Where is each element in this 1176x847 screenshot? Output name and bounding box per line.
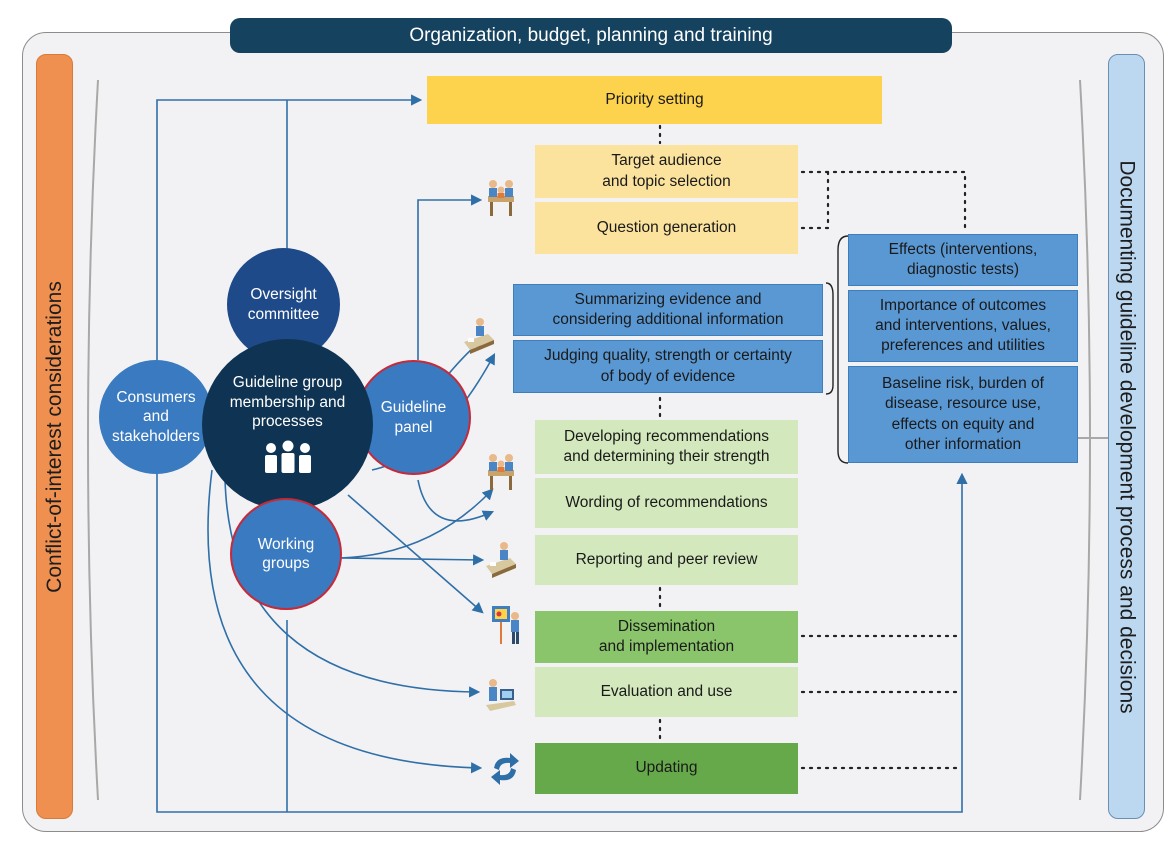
- step-question-generation: Question generation: [535, 202, 798, 254]
- step-reporting-peer-review-label: Reporting and peer review: [575, 550, 758, 568]
- factors-bracket: [837, 235, 849, 464]
- connector-working-developing: [339, 488, 494, 559]
- factor-importance-label: Importance of outcomes and interventions…: [875, 296, 1051, 355]
- refresh-arrows-icon: [491, 753, 519, 785]
- connector-working-reporting: [339, 554, 485, 566]
- meeting-icon: [488, 180, 514, 216]
- step-wording-recommendations: Wording of recommendations: [535, 478, 798, 528]
- connector-core-updating: [207, 469, 483, 774]
- factor-baseline-risk: Baseline risk, burden of disease, resour…: [848, 366, 1078, 463]
- documenting-process-label: Documenting guideline development proces…: [1115, 159, 1139, 714]
- presentation-icon: [492, 606, 519, 644]
- step-wording-recommendations-label: Wording of recommendations: [565, 493, 768, 511]
- step-summarizing-evidence: Summarizing evidence and considering add…: [513, 284, 823, 336]
- connector-panel-developing: [417, 479, 495, 522]
- factor-baseline-risk-label: Baseline risk, burden of disease, resour…: [882, 375, 1044, 453]
- factor-effects: Effects (interventions, diagnostic tests…: [848, 234, 1078, 286]
- step-judging-quality: Judging quality, strength or certainty o…: [513, 340, 823, 393]
- meeting-icon: [488, 454, 514, 490]
- banner-organization: Organization, budget, planning and train…: [230, 18, 952, 53]
- step-dissemination: Dissemination and implementation: [535, 611, 798, 663]
- factor-importance: Importance of outcomes and interventions…: [848, 290, 1078, 362]
- working-groups-circle: Working groups: [230, 498, 342, 610]
- guideline-panel-circle: Guideline panel: [356, 360, 471, 475]
- connector-bottom-rail: [156, 470, 968, 813]
- step-dissemination-label: Dissemination and implementation: [598, 617, 735, 655]
- step-summarizing-evidence-label: Summarizing evidence and considering add…: [552, 290, 784, 328]
- step-reporting-peer-review: Reporting and peer review: [535, 535, 798, 585]
- step-target-audience: Target audience and topic selection: [535, 145, 798, 198]
- connector-panel-target: [417, 194, 483, 360]
- computer-user-icon: [486, 679, 516, 711]
- step-developing-recommendations: Developing recommendations and determini…: [535, 420, 798, 474]
- guideline-panel-label: Guideline panel: [380, 399, 447, 436]
- consumers-stakeholders-label: Consumers and stakeholders: [112, 388, 200, 445]
- evidence-bracket: [825, 282, 834, 395]
- step-target-audience-label: Target audience and topic selection: [602, 152, 731, 190]
- step-evaluation-use: Evaluation and use: [535, 667, 798, 717]
- desk-worker-icon: [464, 318, 494, 354]
- conflict-of-interest-bar: Conflict-of-interest considerations: [36, 54, 73, 819]
- guideline-group-circle: Guideline group membership and processes: [202, 339, 373, 510]
- step-priority-setting-label: Priority setting: [605, 90, 704, 108]
- step-judging-quality-label: Judging quality, strength or certainty o…: [544, 347, 792, 385]
- desk-worker-icon: [486, 542, 516, 578]
- conflict-of-interest-label: Conflict-of-interest considerations: [42, 280, 66, 593]
- working-groups-label: Working groups: [257, 535, 315, 572]
- step-evaluation-use-label: Evaluation and use: [600, 682, 733, 700]
- step-updating: Updating: [535, 743, 798, 794]
- documenting-process-bar: Documenting guideline development proces…: [1108, 54, 1145, 819]
- step-updating-label: Updating: [635, 759, 698, 777]
- factor-effects-label: Effects (interventions, diagnostic tests…: [888, 240, 1038, 278]
- consumers-stakeholders-circle: Consumers and stakeholders: [99, 360, 213, 474]
- step-priority-setting: Priority setting: [427, 76, 882, 124]
- oversight-committee-label: Oversight committee: [247, 286, 320, 323]
- connector-consumers-priority: [156, 94, 423, 415]
- connector-core-dissemination: [347, 494, 484, 614]
- banner-label: Organization, budget, planning and train…: [409, 24, 773, 46]
- people-group-icon: [264, 440, 311, 473]
- step-developing-recommendations-label: Developing recommendations and determini…: [563, 427, 770, 465]
- guideline-group-label: Guideline group membership and processes: [229, 374, 346, 431]
- connector-core-evaluation: [224, 477, 481, 698]
- step-question-generation-label: Question generation: [596, 218, 737, 236]
